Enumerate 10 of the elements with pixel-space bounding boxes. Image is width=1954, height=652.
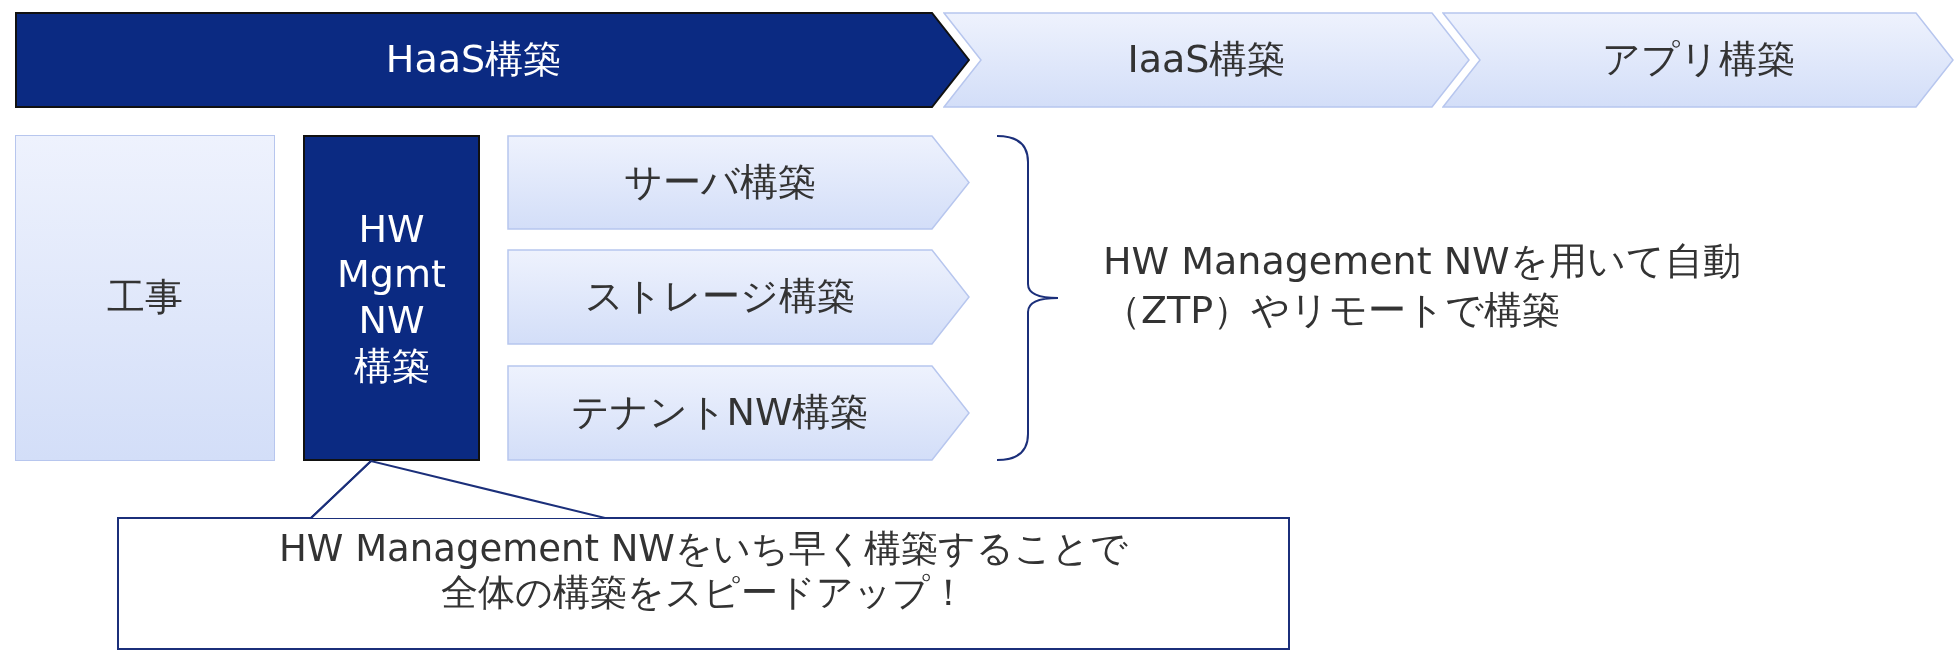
process-box: HW Mgmt NW 構築 [303, 135, 480, 461]
chevron-step: サーバ構築 [507, 135, 970, 230]
leader-line [310, 460, 372, 519]
note-text: HW Management NWを用いて自動（ZTP）やリモートで構築 [1103, 238, 1742, 335]
chevron-step: テナントNW構築 [507, 365, 970, 461]
work-box: 工事 [15, 135, 275, 461]
chevron-step: ストレージ構築 [507, 249, 970, 345]
chevron-step: アプリ構築 [1442, 12, 1954, 108]
chevron-step: IaaS構築 [943, 12, 1470, 108]
chevron-step: HaaS構築 [15, 12, 970, 108]
